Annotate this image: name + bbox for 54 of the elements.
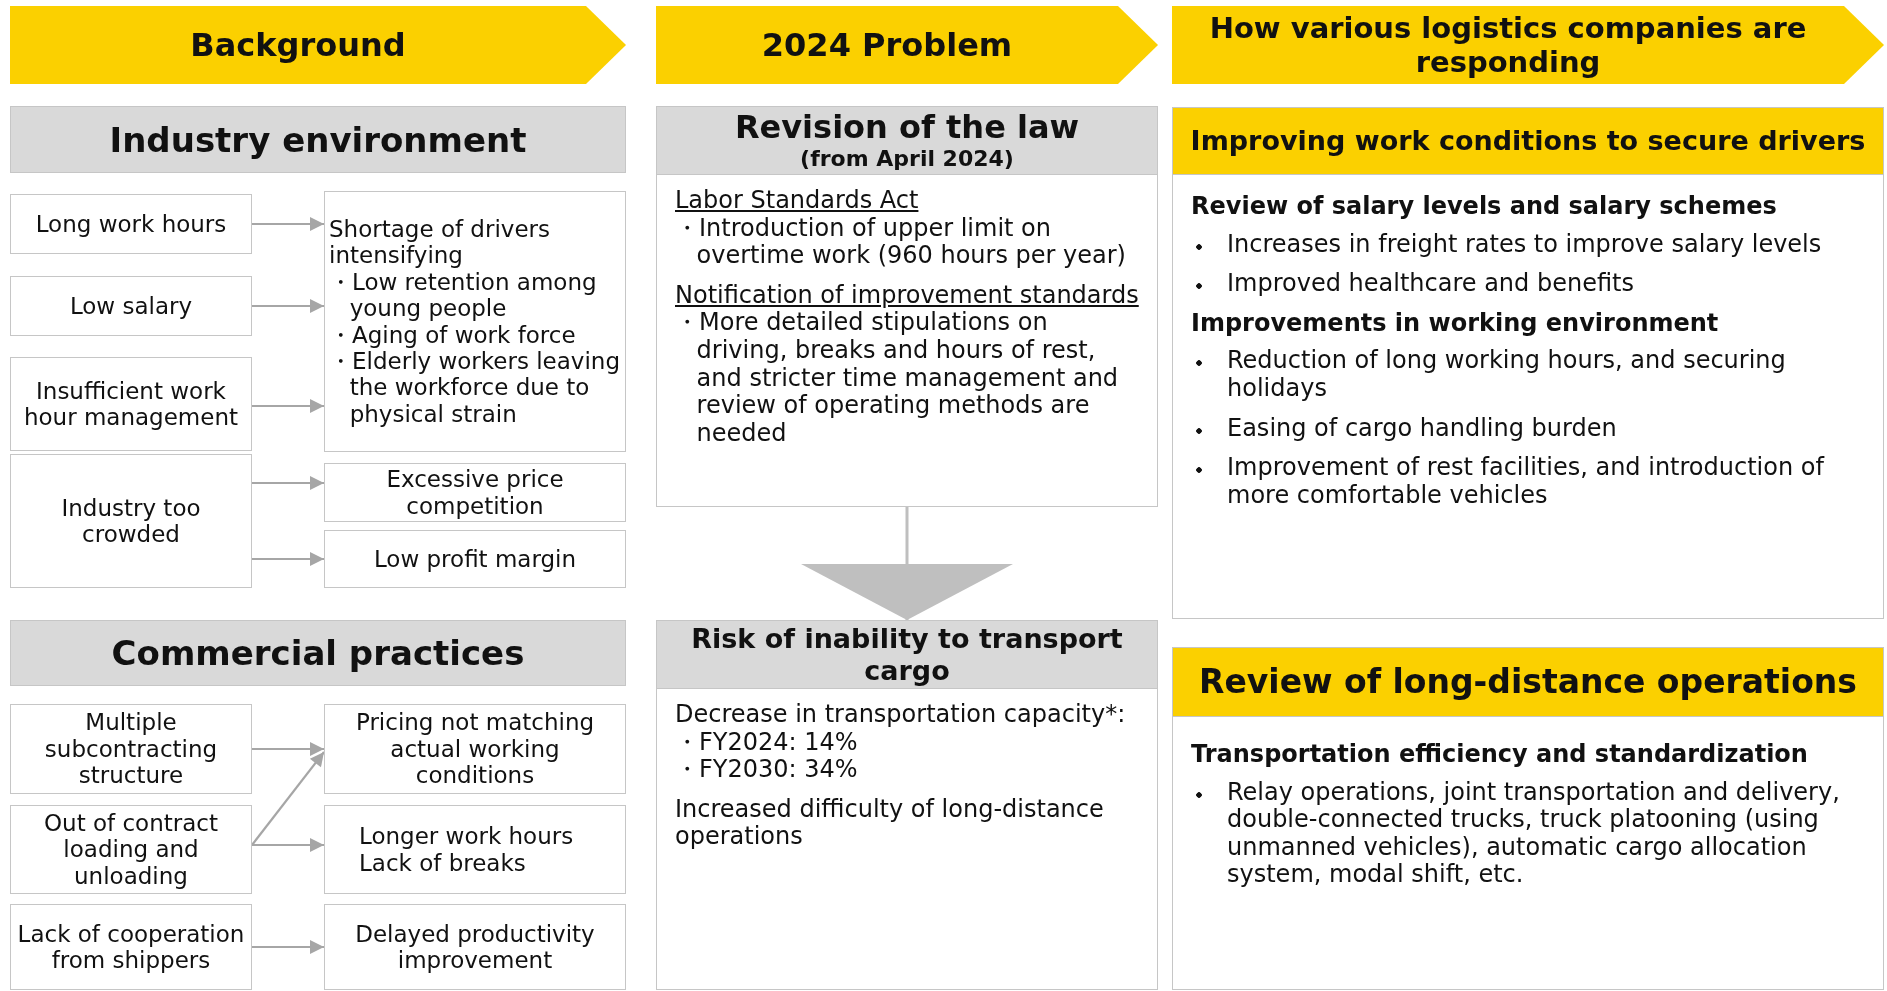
list-item: ・FY2030: 34% [675,756,859,784]
subheading: Transportation efficiency and standardization [1191,741,1809,769]
paragraph: Longer work hours [359,823,575,850]
info-panel [656,106,1158,507]
effect-box [324,805,626,894]
panel-title: Revision of the law [734,109,1080,147]
arrow [252,742,324,756]
arrow [252,476,324,490]
panel-title: Review of long-distance operations [1199,663,1857,701]
arrow [801,507,1013,620]
list-item: ・More detailed stipulations on driving, breaks and hours of rest, and stricter time management and review of operating methods are needed [675,309,1120,448]
cause-box: Lack of cooperation from shippers [10,904,252,990]
arrow [252,299,324,313]
cause-box: Multiple subcontracting structure [10,704,252,794]
underlined-heading: Notification of improvement standards [675,281,1139,310]
paragraph: Lack of breaks [359,849,527,876]
effect-box: Excessive price competition [324,463,626,522]
effect-box: Low profit margin [324,530,626,588]
effect-box: Delayed productivity improvement [324,904,626,990]
paragraph: Increased difficulty of long-distance operations [675,795,1105,851]
arrow [252,552,324,566]
arrow [252,838,324,852]
arrow [252,217,324,231]
cause-box: Industry too crowded [10,454,252,588]
section-header: Industry environment [10,106,626,173]
list-item: ・Low retention among young people [329,268,598,322]
subheading: Improvements in working environment [1191,309,1720,338]
list-item: ・FY2024: 14% [675,728,859,757]
cause-box: Out of contract loading and unloading [10,805,252,894]
section-header: Commercial practices [10,620,626,686]
effect-box: Pricing not matching actual working conditions [324,704,626,794]
panel-title: Improving work conditions to secure drivers [1190,125,1866,157]
cause-box: Low salary [10,276,252,336]
arrow [251,751,325,846]
cause-box: Long work hours [10,194,252,254]
list-item: ・Aging of work force [329,321,577,348]
cause-box: Insufficient work hour management [10,357,252,451]
underlined-heading: Labor Standards Act [675,187,920,215]
list-item: ・Introduction of upper limit on overtime work (960 hours per year) [675,214,1127,270]
panel-subtitle: (from April 2024) [800,146,1014,172]
arrow [252,399,324,413]
chevron-banner: Background [10,6,626,84]
chevron-banner: 2024 Problem [656,6,1158,84]
arrow [252,940,324,954]
info-panel [656,620,1158,990]
chevron-banner: How various logistics companies are responding [1172,6,1884,84]
info-panel [1172,107,1884,619]
subheading: Review of salary levels and salary schemes [1191,193,1778,221]
panel-title: Risk of inability to transport cargo [690,623,1124,686]
paragraph: Shortage of drivers intensifying [329,215,551,269]
list-item: ・Elderly workers leaving the workforce due to physical strain [329,347,621,428]
paragraph: Decrease in transportation capacity*: [675,701,1127,729]
effect-box [324,191,626,452]
info-panel [1172,647,1884,990]
